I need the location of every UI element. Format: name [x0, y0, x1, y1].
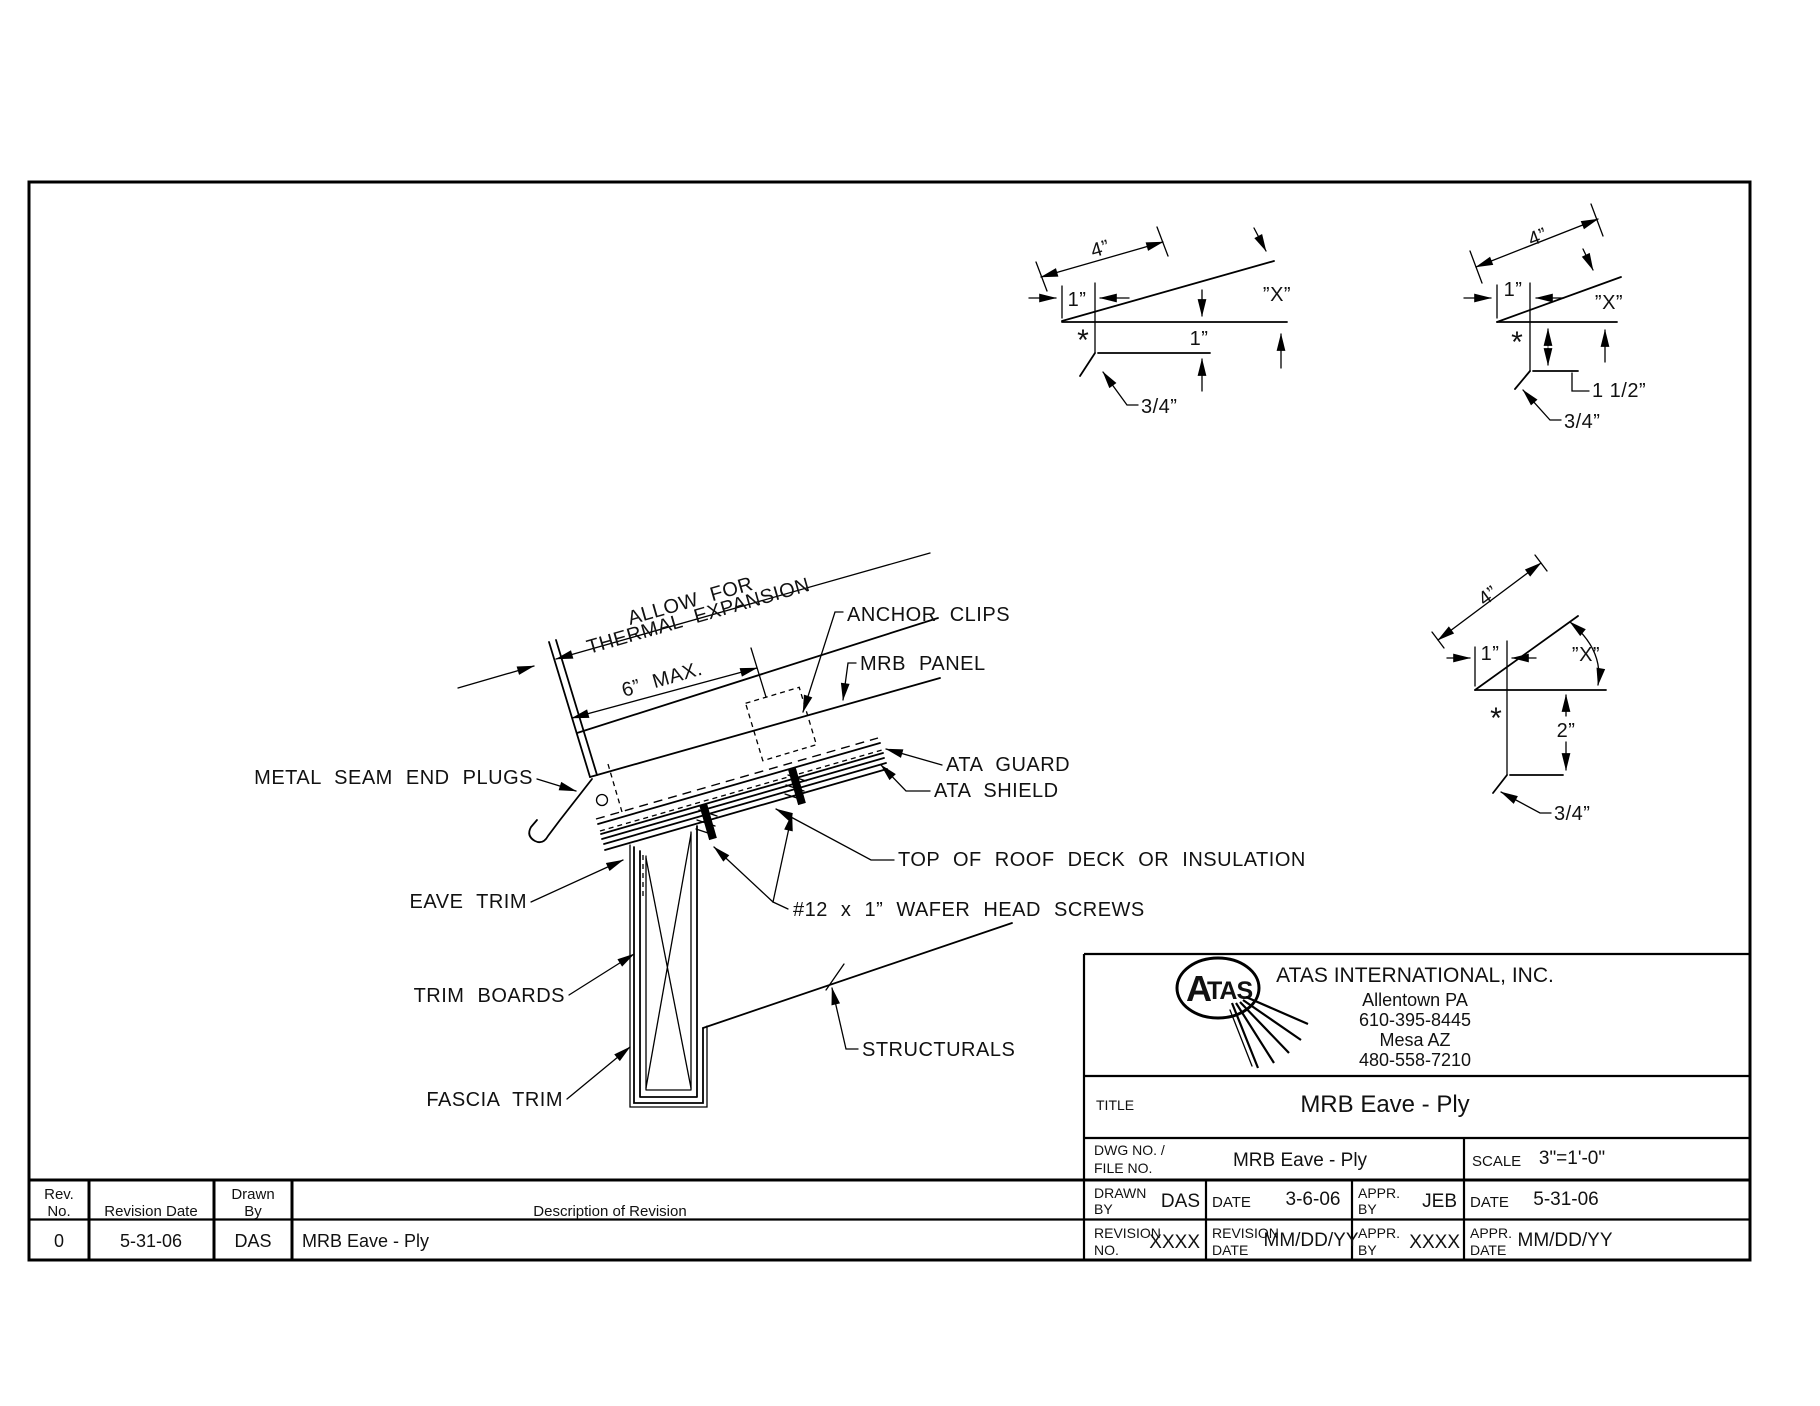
revision-table: Rev. No. Revision Date Drawn By Descript… [44, 1180, 687, 1260]
appr-by-label-1: APPR. [1358, 1185, 1400, 1201]
revision-date-label-1: REVISION [1212, 1225, 1279, 1241]
appr-by-label-2: BY [1358, 1201, 1377, 1217]
svg-text:TAS: TAS [1207, 977, 1252, 1005]
p2-dim-kick: 3/4” [1564, 411, 1600, 433]
atas-logo-icon: A TAS [1175, 956, 1309, 1069]
rev-header-drawn-2: By [244, 1203, 262, 1220]
appr-by2-label-2: BY [1358, 1242, 1377, 1258]
rev-header-revno-2: No. [47, 1203, 70, 1220]
appr-by2-value: XXXX [1409, 1232, 1460, 1253]
label-fascia-trim: FASCIA TRIM [426, 1089, 563, 1111]
profile-diagram-1: 4” 1” 1” ”X” * 3/4” [1028, 226, 1291, 418]
dwg-no-label-2: FILE NO. [1094, 1160, 1152, 1176]
label-wafer-screws: #12 x 1” WAFER HEAD SCREWS [793, 899, 1145, 921]
profile-diagram-3: 4” 1” ”X” 2” * 3/4” [1431, 554, 1607, 825]
title-label: TITLE [1096, 1097, 1134, 1113]
appr-by-value: JEB [1422, 1191, 1457, 1212]
appr-date2-label-1: APPR. [1470, 1225, 1512, 1241]
p2-dim-1in-offset: 1” [1504, 279, 1523, 301]
anchor-clip-outline [744, 686, 818, 762]
revision-date-value: MM/DD/YY [1264, 1230, 1359, 1251]
label-6in-max: 6” MAX. [619, 658, 705, 702]
scale-label: SCALE [1472, 1153, 1521, 1170]
p1-asterisk: * [1077, 324, 1089, 357]
eave-trim-hook [528, 778, 593, 844]
label-anchor-clips: ANCHOR CLIPS [847, 604, 1010, 626]
label-trim-boards: TRIM BOARDS [414, 985, 565, 1007]
appr-date-label: DATE [1470, 1194, 1509, 1211]
revision-no-label-2: NO. [1094, 1242, 1119, 1258]
rev-row-date: 5-31-06 [120, 1231, 182, 1251]
profile-diagram-2: 4” 1” ”X” 1 1/2” * 3/4” [1463, 203, 1646, 433]
rev-row-no: 0 [54, 1231, 64, 1251]
p1-dim-hem: 1” [1190, 328, 1209, 350]
company-city1: Allentown PA [1362, 990, 1468, 1010]
p1-dim-x: ”X” [1263, 284, 1291, 306]
company-city2: Mesa AZ [1379, 1030, 1450, 1050]
revision-no-value: XXXX [1149, 1232, 1200, 1253]
p2-dim-x: ”X” [1595, 292, 1623, 314]
rev-header-drawn-1: Drawn [231, 1186, 274, 1203]
p3-dim-1in-offset: 1” [1481, 643, 1500, 665]
company-phone1: 610-395-8445 [1359, 1010, 1471, 1030]
label-metal-seam-end-plugs: METAL SEAM END PLUGS [254, 767, 533, 789]
dwg-no-label-1: DWG NO. / [1094, 1142, 1165, 1158]
rev-header-date: Revision Date [104, 1203, 197, 1220]
label-top-of-roof-deck: TOP OF ROOF DECK OR INSULATION [898, 849, 1306, 871]
date-value: 3-6-06 [1286, 1189, 1341, 1210]
trim-boards-x [645, 833, 692, 1089]
rev-row-drawn: DAS [234, 1231, 271, 1251]
company-phone2: 480-558-7210 [1359, 1050, 1471, 1070]
appr-date2-value: MM/DD/YY [1518, 1230, 1613, 1251]
p1-dim-1in-offset: 1” [1068, 289, 1087, 311]
appr-date-value: 5-31-06 [1533, 1189, 1599, 1210]
scale-value: 3"=1'-0" [1539, 1148, 1605, 1169]
drawing-border [27, 180, 1752, 1262]
p3-dim-x: ”X” [1572, 644, 1600, 666]
p3-dim-kick: 3/4” [1554, 803, 1590, 825]
company-name: ATAS INTERNATIONAL, INC. [1276, 964, 1554, 987]
screw-1 [699, 802, 717, 841]
revision-table-row: 0 5-31-06 DAS MRB Eave - Ply [54, 1231, 429, 1251]
rev-header-description: Description of Revision [533, 1203, 686, 1220]
p3-asterisk: * [1490, 702, 1502, 735]
screw-2 [788, 767, 806, 806]
title-value: MRB Eave - Ply [1300, 1091, 1469, 1118]
drawn-by-value: DAS [1161, 1191, 1200, 1212]
p2-dim-4in: 4” [1525, 224, 1550, 251]
p1-dim-4in: 4” [1088, 236, 1112, 262]
label-eave-trim: EAVE TRIM [410, 891, 527, 913]
revision-no-label-1: REVISION [1094, 1225, 1161, 1241]
date-label: DATE [1212, 1194, 1251, 1211]
p3-dim-4in: 4” [1474, 582, 1502, 611]
appr-date2-label-2: DATE [1470, 1242, 1506, 1258]
seam-plug-hole [595, 793, 609, 807]
title-block: A TAS ATAS INTERNATIONAL, INC. Allentown… [29, 952, 1750, 1260]
p1-dim-kick: 3/4” [1141, 396, 1177, 418]
structurals-line [702, 922, 1013, 1029]
appr-by2-label-1: APPR. [1358, 1225, 1400, 1241]
label-ata-shield: ATA SHIELD [934, 780, 1059, 802]
label-structurals: STRUCTURALS [862, 1039, 1015, 1061]
revision-date-label-2: DATE [1212, 1242, 1248, 1258]
dwg-no-value: MRB Eave - Ply [1233, 1150, 1368, 1171]
fascia-trim-wrap [629, 844, 708, 1108]
label-ata-guard: ATA GUARD [946, 754, 1070, 776]
p2-dim-hem: 1 1/2” [1592, 380, 1646, 402]
rev-header-revno-1: Rev. [44, 1186, 74, 1203]
drawn-by-label-1: DRAWN [1094, 1185, 1146, 1201]
p3-dim-hem: 2” [1557, 720, 1576, 742]
svg-text:A: A [1186, 968, 1212, 1009]
label-mrb-panel: MRB PANEL [860, 653, 986, 675]
p2-asterisk: * [1511, 326, 1523, 359]
ata-guard-line [595, 737, 879, 820]
drawn-by-label-2: BY [1094, 1201, 1113, 1217]
rev-row-description: MRB Eave - Ply [302, 1231, 429, 1251]
eave-detail: ALLOW FOR THERMAL EXPANSION 6” MAX. ANCH… [254, 552, 1306, 1111]
